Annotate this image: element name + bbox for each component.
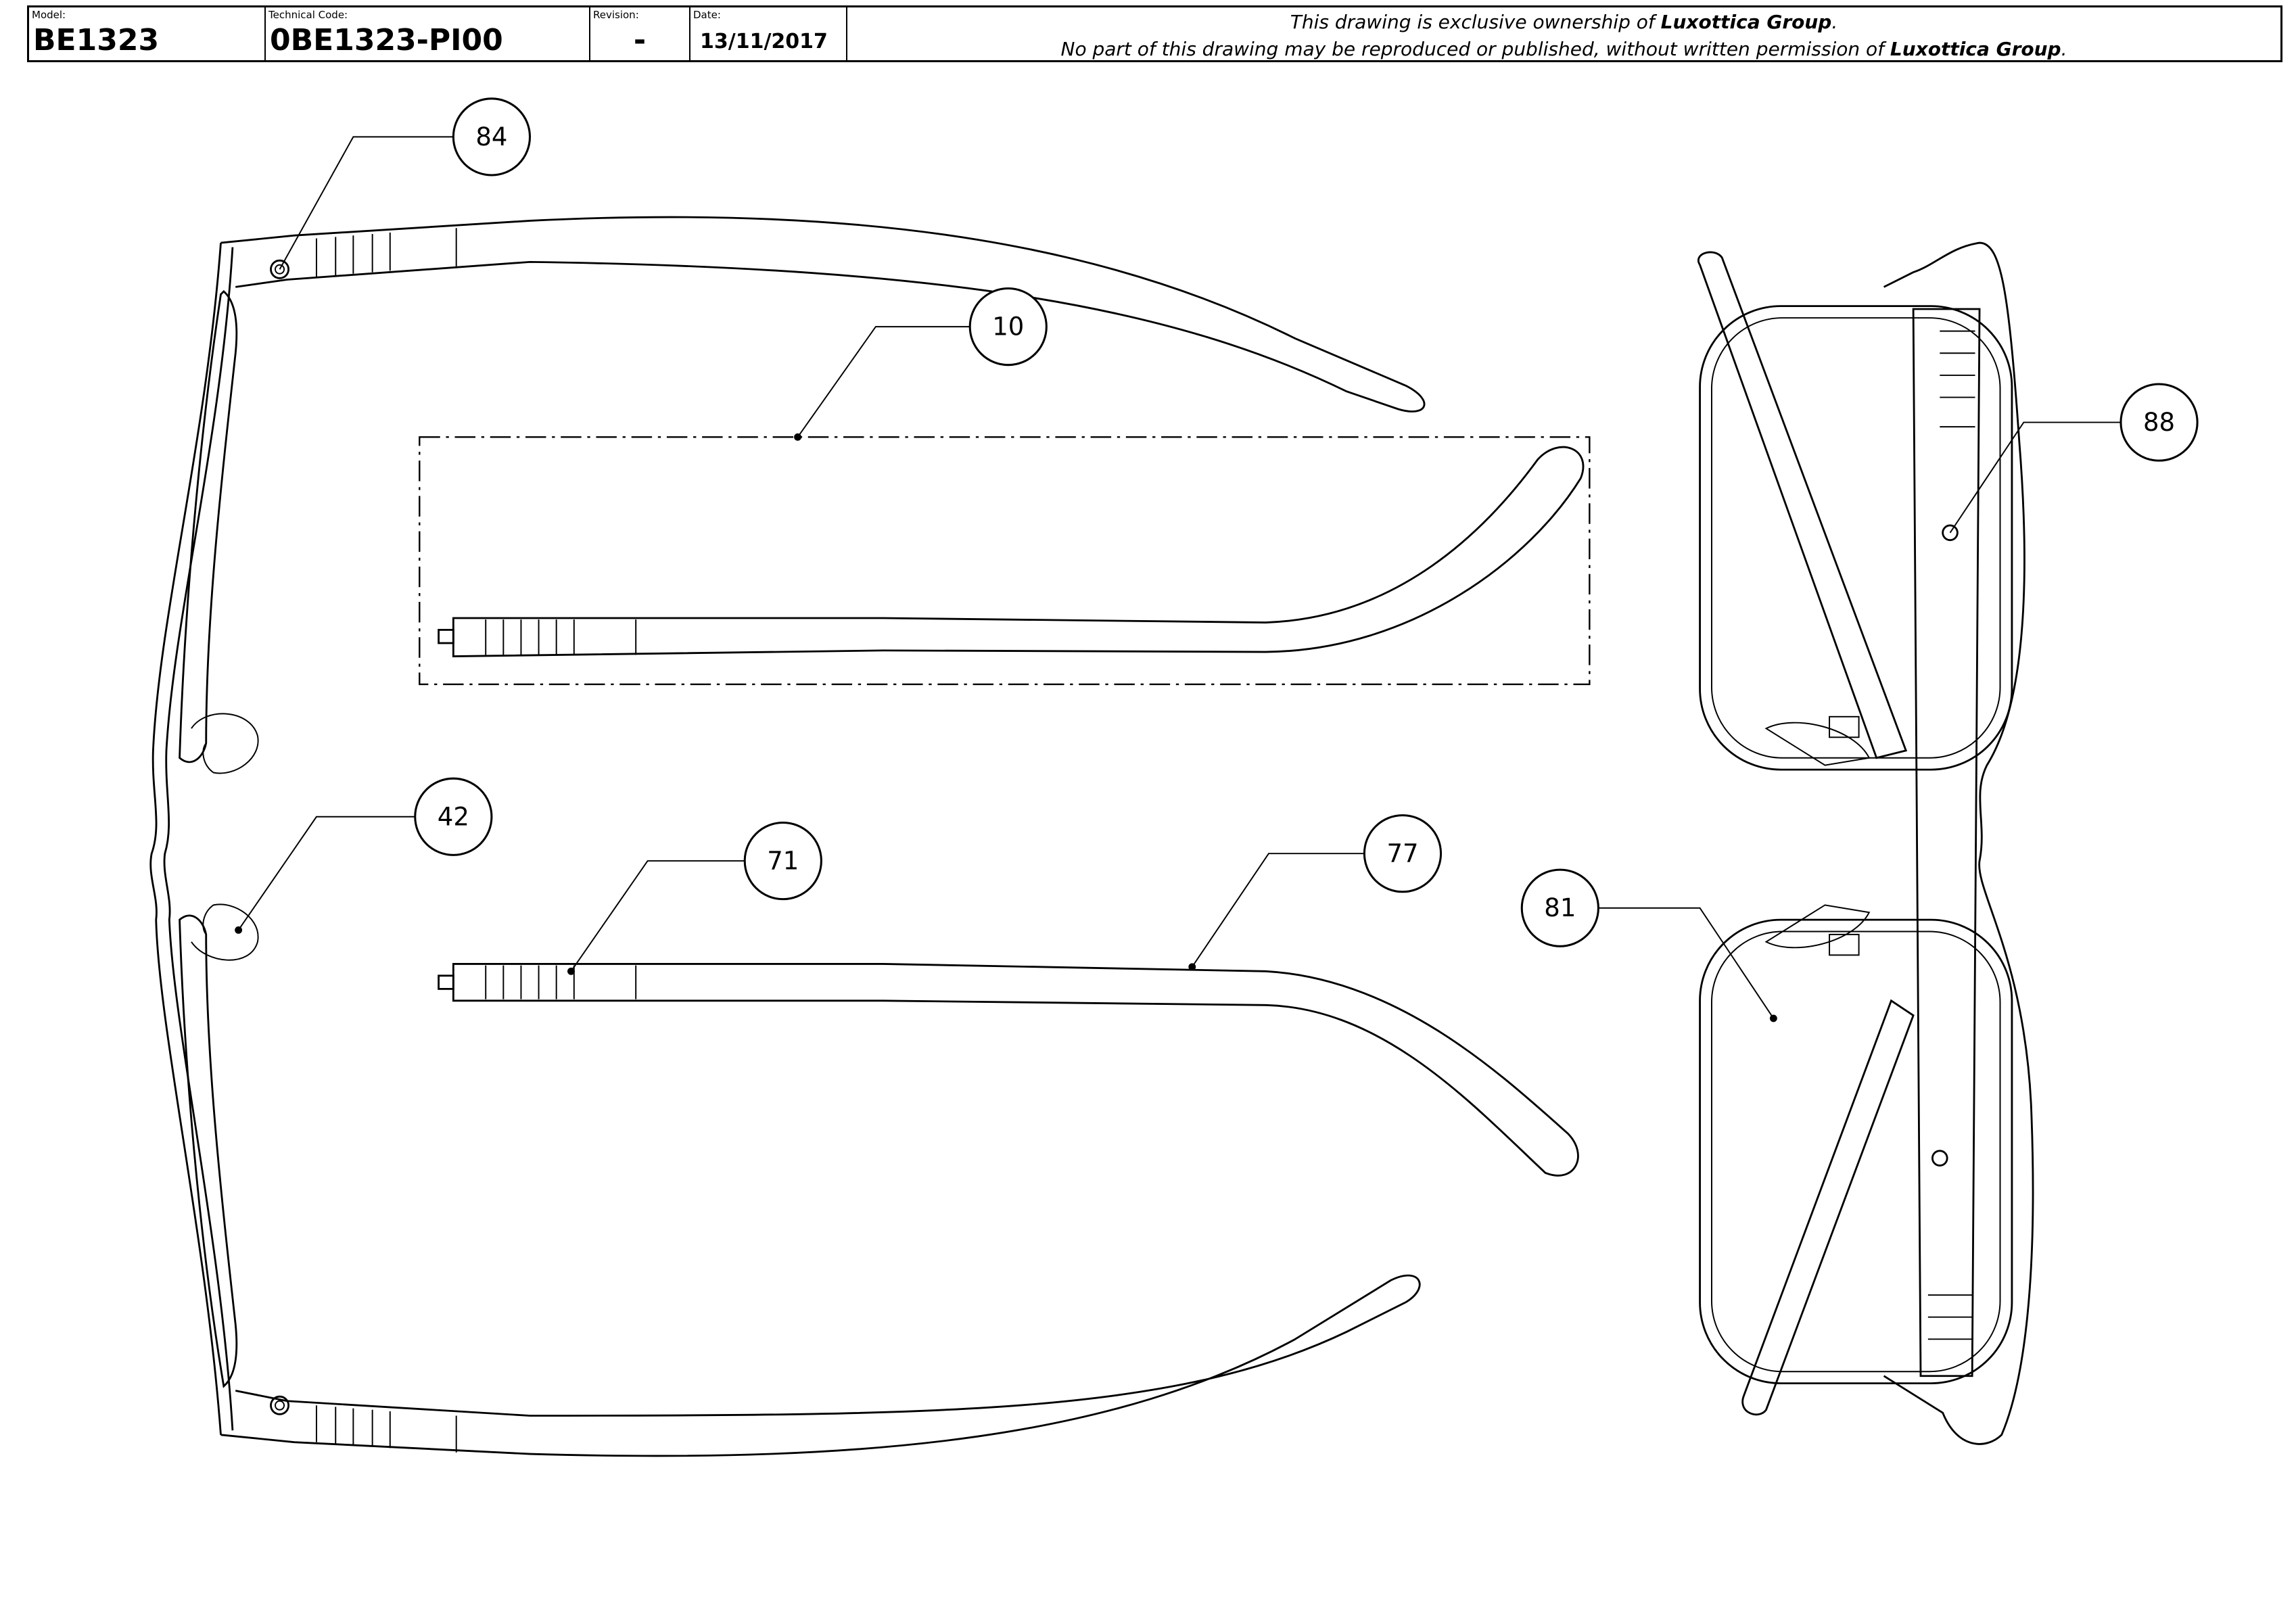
technical-code-label: Technical Code: xyxy=(268,9,348,21)
notice-owner: Luxottica Group xyxy=(1660,11,1832,33)
top-view-frame xyxy=(149,242,259,1435)
date-label: Date: xyxy=(693,9,721,21)
side-view-temple xyxy=(438,962,1579,1177)
callout-77: 77 xyxy=(1363,814,1443,893)
callout-10: 10 xyxy=(968,287,1048,367)
revision-value: - xyxy=(633,23,647,57)
technical-code-value: 0BE1323-PI00 xyxy=(270,23,503,57)
notice-line-2: No part of this drawing may be reproduce… xyxy=(847,36,2280,63)
callout-number: 77 xyxy=(1386,839,1418,868)
callout-88: 88 xyxy=(2119,383,2199,462)
front-view-frame xyxy=(1697,241,2034,1445)
technical-code-cell: Technical Code: 0BE1323-PI00 xyxy=(266,7,590,60)
notice-text: This drawing is exclusive ownership of xyxy=(1290,11,1661,33)
upper-temple-top-view xyxy=(220,216,1426,413)
revision-cell: Revision: - xyxy=(590,7,690,60)
callout-number: 71 xyxy=(767,847,799,876)
callout-42: 42 xyxy=(414,777,493,856)
callout-number: 81 xyxy=(1544,893,1576,922)
callout-84: 84 xyxy=(452,97,532,176)
callout-number: 84 xyxy=(475,122,507,151)
callout-81: 81 xyxy=(1520,868,1599,947)
callout-number: 10 xyxy=(992,312,1024,341)
callout-number: 42 xyxy=(438,802,469,831)
temple-detail-box xyxy=(419,436,1591,686)
title-block: Model: BE1323 Technical Code: 0BE1323-PI… xyxy=(27,5,2282,62)
model-value: BE1323 xyxy=(33,23,160,57)
callout-number: 88 xyxy=(2143,408,2175,437)
lower-temple-top-view xyxy=(220,1274,1421,1457)
revision-label: Revision: xyxy=(593,9,639,21)
notice-suffix: . xyxy=(2061,38,2067,60)
date-cell: Date: 13/11/2017 xyxy=(690,7,847,60)
notice-line-1: This drawing is exclusive ownership of L… xyxy=(847,9,2280,36)
notice-owner: Luxottica Group xyxy=(1890,38,2061,60)
model-cell: Model: BE1323 xyxy=(29,7,266,60)
ownership-notice: This drawing is exclusive ownership of L… xyxy=(847,7,2280,60)
callout-71: 71 xyxy=(743,821,822,901)
model-label: Model: xyxy=(32,9,66,21)
date-value: 13/11/2017 xyxy=(700,30,828,53)
callout-leaders xyxy=(235,136,2121,1022)
notice-suffix: . xyxy=(1831,11,1838,33)
notice-text: No part of this drawing may be reproduce… xyxy=(1060,38,1890,60)
